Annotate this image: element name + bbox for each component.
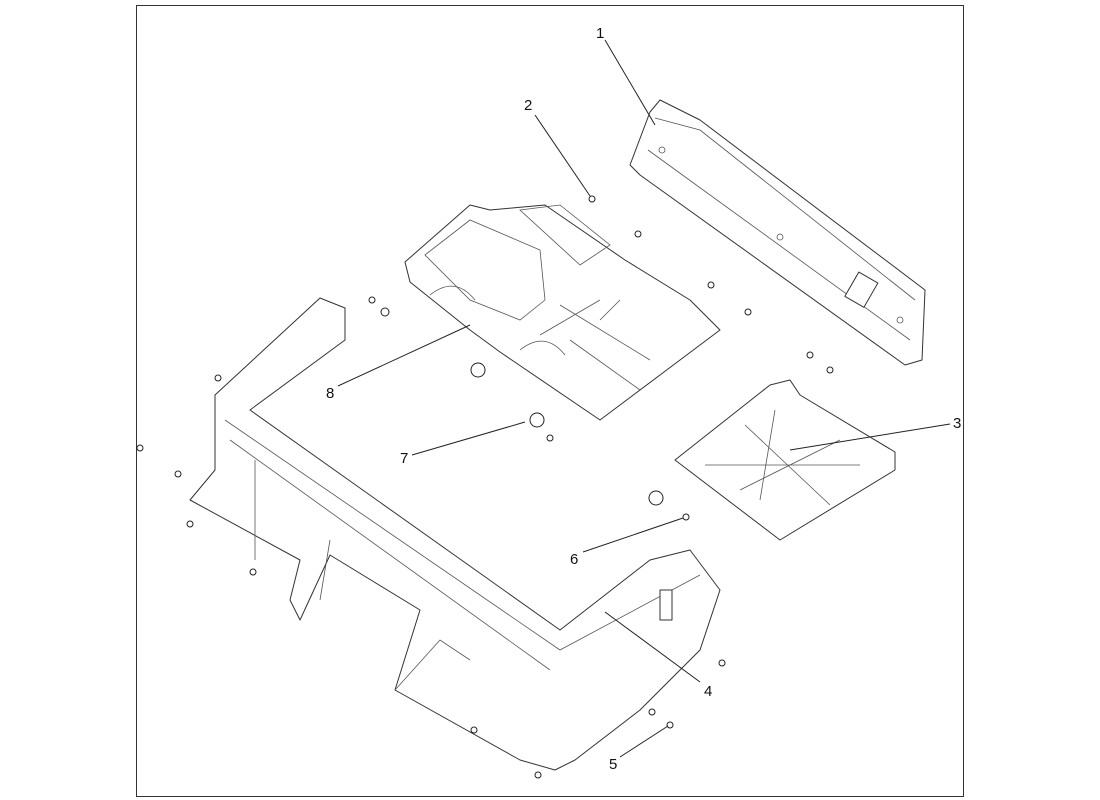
callout-2: 2: [524, 97, 532, 114]
bolt-icon: [249, 568, 257, 576]
bolt-icon: [136, 444, 144, 452]
nut-icon: [666, 721, 674, 729]
callout-3: 3: [953, 415, 961, 432]
bolt-icon: [826, 366, 834, 374]
part-1-rear-panel[interactable]: [629, 99, 926, 366]
bolt-icon: [588, 195, 596, 203]
bolt-icon: [186, 520, 194, 528]
callout-8: 8: [326, 385, 334, 402]
bolt-icon: [368, 296, 376, 304]
callout-7: 7: [400, 450, 408, 467]
bolt-icon: [744, 308, 752, 316]
leader-lines: [337, 39, 951, 758]
bolt-icon: [634, 230, 642, 238]
bolt-icon: [806, 351, 814, 359]
grommet-icon: [470, 362, 486, 378]
bolt-icon: [707, 281, 715, 289]
callout-1: 1: [596, 25, 604, 42]
diagram-frame: [136, 5, 964, 797]
bolt-icon: [214, 374, 222, 382]
fasteners: [136, 195, 834, 779]
bolt-icon: [718, 659, 726, 667]
bolt-icon: [546, 434, 554, 442]
bolt-icon: [682, 513, 690, 521]
callout-4: 4: [704, 683, 712, 700]
callout-6: 6: [570, 551, 578, 568]
bolt-icon: [648, 708, 656, 716]
cargo-bed-frame[interactable]: [189, 297, 721, 771]
grommet-icon: [529, 412, 545, 428]
bolt-icon: [534, 771, 542, 779]
part-8-floor-panel[interactable]: [404, 204, 721, 421]
nut-icon: [380, 307, 390, 317]
callout-5: 5: [609, 756, 617, 773]
grommet-icon: [648, 490, 664, 506]
callouts: 1 2 3 4 5 6 7 8: [326, 25, 961, 773]
bolt-icon: [174, 470, 182, 478]
bolt-icon: [470, 726, 478, 734]
part-3-floor-panel[interactable]: [674, 379, 896, 541]
